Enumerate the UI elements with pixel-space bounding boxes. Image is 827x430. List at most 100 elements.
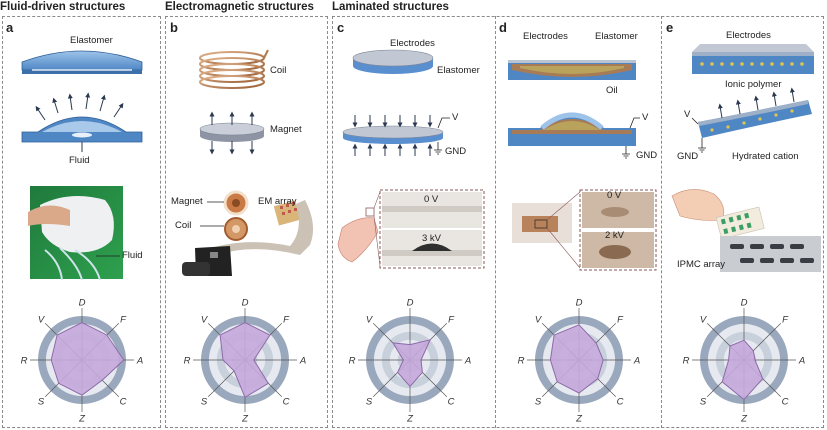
panel-e-schematic-bent xyxy=(691,87,812,153)
panel-a-schematic-inflated xyxy=(21,92,143,152)
label-e-electrodes: Electrodes xyxy=(726,30,771,41)
radar-axis-label: C xyxy=(617,397,624,408)
radar-polygon-c xyxy=(391,339,432,388)
label-d-elastomer: Elastomer xyxy=(595,31,638,42)
radar-axis-label: C xyxy=(782,397,789,408)
radar-axis-label: F xyxy=(448,314,455,325)
divider-de xyxy=(661,16,662,428)
panel-cde xyxy=(332,16,824,428)
label-b-photo-coil: Coil xyxy=(175,220,192,231)
radar-axis-label: A xyxy=(798,356,805,367)
label-c-v: V xyxy=(452,112,459,123)
label-e-gnd: GND xyxy=(677,151,699,162)
radar-polygon-d xyxy=(549,324,604,394)
label-b-magnet: Magnet xyxy=(270,124,302,135)
radar-axis-label: C xyxy=(120,397,127,408)
label-d-0v: 0 V xyxy=(607,190,622,201)
magnet-drawing xyxy=(199,111,265,155)
radar-axis-label: A xyxy=(464,356,471,367)
panel-d-photo xyxy=(512,189,657,271)
label-a-photo-fluid: Fluid xyxy=(122,250,143,261)
label-c-0v: 0 V xyxy=(424,194,439,205)
label-a-elastomer: Elastomer xyxy=(70,35,113,46)
panel-letter-a: a xyxy=(6,20,14,35)
label-d-gnd: GND xyxy=(636,150,658,161)
radar-axis-label: C xyxy=(283,397,290,408)
panel-c-schematic-actuated xyxy=(342,115,450,156)
radar-axis-label: D xyxy=(741,298,748,309)
radar-axis-label: F xyxy=(617,314,624,325)
radar-polygon-a xyxy=(50,322,125,396)
radar-polygon-e xyxy=(721,339,764,401)
radar-axis-label: S xyxy=(535,397,542,408)
radar-axis-label: A xyxy=(136,356,143,367)
label-c-gnd: GND xyxy=(445,146,467,157)
radar-axis-label: Z xyxy=(78,414,86,425)
label-a-fluid: Fluid xyxy=(69,155,90,166)
panel-c-photo xyxy=(337,189,485,269)
radar-axis-label: F xyxy=(120,314,127,325)
panel-d-schematic-top xyxy=(508,60,636,80)
panel-a xyxy=(2,16,161,428)
label-b-coil: Coil xyxy=(270,65,287,76)
label-e-ionic-polymer: Ionic polymer xyxy=(725,79,782,90)
label-d-v: V xyxy=(642,112,649,123)
header-laminated: Laminated structures xyxy=(332,1,449,13)
panel-letter-e: e xyxy=(666,20,674,35)
panel-a-schematic-top xyxy=(21,50,143,74)
radar-axis-label: R xyxy=(184,356,191,367)
radar-axis-label: Z xyxy=(406,414,414,425)
label-d-2kv: 2 kV xyxy=(605,230,625,241)
label-d-oil: Oil xyxy=(606,85,618,96)
panel-letter-b: b xyxy=(170,20,178,35)
panel-letter-d: d xyxy=(499,20,507,35)
radar-axis-label: A xyxy=(299,356,306,367)
radar-axis-label: V xyxy=(366,314,374,325)
label-c-elastomer: Elastomer xyxy=(437,65,480,76)
panel-b-photo xyxy=(182,190,314,276)
label-d-electrodes: Electrodes xyxy=(523,31,568,42)
radar-axis-label: F xyxy=(283,314,290,325)
radar-axis-label: S xyxy=(201,397,208,408)
coil-drawing xyxy=(199,49,269,89)
panel-b xyxy=(165,16,328,428)
panel-a-photo xyxy=(28,186,123,281)
label-b-photo-magnet: Magnet xyxy=(171,196,203,207)
label-e-hydrated-cation: Hydrated cation xyxy=(732,151,799,162)
radar-axis-label: Z xyxy=(241,414,249,425)
panel-d-schematic-actuated xyxy=(508,112,640,159)
radar-axis-label: D xyxy=(407,298,414,309)
divider-cd xyxy=(495,16,496,428)
radar-axis-label: V xyxy=(201,314,209,325)
radar-axis-label: A xyxy=(633,356,640,367)
panel-e-photo xyxy=(671,189,821,272)
label-b-em-array: EM array xyxy=(258,196,297,207)
radar-polygon-b xyxy=(219,322,271,399)
label-c-3kv: 3 kV xyxy=(422,233,442,244)
panel-e-schematic-top xyxy=(692,44,814,74)
radar-axis-label: Z xyxy=(575,414,583,425)
label-e-ipmc-array: IPMC array xyxy=(677,259,726,270)
label-e-v: V xyxy=(684,109,691,120)
radar-axis-label: V xyxy=(38,314,46,325)
label-c-electrodes: Electrodes xyxy=(390,38,435,49)
radar-axis-label: V xyxy=(535,314,543,325)
radar-axis-label: Z xyxy=(740,414,748,425)
radar-axis-label: R xyxy=(683,356,690,367)
radar-axis-label: S xyxy=(700,397,707,408)
radar-axis-label: F xyxy=(782,314,789,325)
radar-axis-label: R xyxy=(518,356,525,367)
header-electromagnetic: Electromagnetic structures xyxy=(165,1,314,13)
radar-axis-label: S xyxy=(38,397,45,408)
radar-axis-label: R xyxy=(349,356,356,367)
radar-axis-label: C xyxy=(448,397,455,408)
header-fluid-driven: Fluid-driven structures xyxy=(0,1,126,13)
panel-c-schematic-top xyxy=(352,49,434,74)
